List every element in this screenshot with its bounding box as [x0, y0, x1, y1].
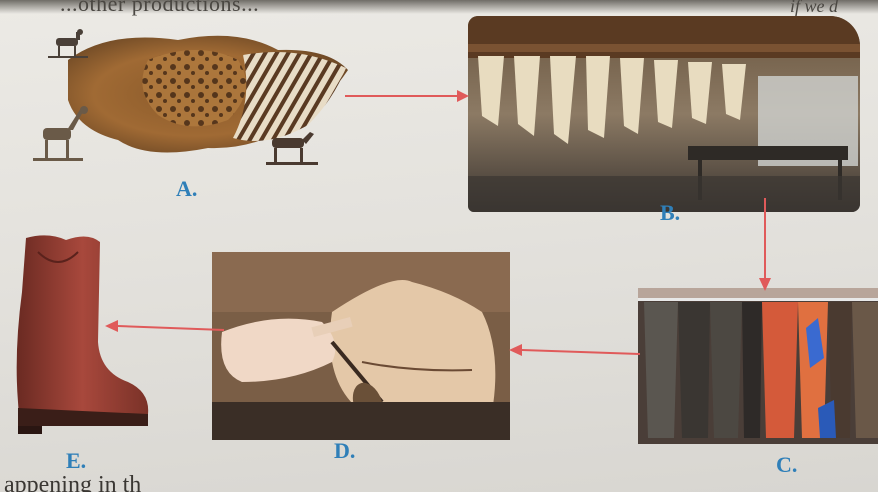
boot-illustration — [8, 232, 152, 438]
label-d: D. — [334, 438, 355, 464]
dyed-leather-illustration — [638, 288, 878, 444]
arrow-c-to-d — [508, 342, 640, 358]
bottom-text-fragment: appening in th — [4, 472, 141, 492]
label-a: A. — [176, 176, 197, 202]
label-c: C. — [776, 452, 797, 478]
image-stitching-boot — [212, 252, 510, 440]
arrow-a-to-b — [345, 88, 470, 104]
arrow-b-to-c — [757, 198, 773, 292]
label-e: E. — [66, 448, 86, 474]
tannery-illustration — [468, 16, 860, 212]
image-dyed-leather — [638, 288, 878, 444]
arrow-d-to-e — [104, 318, 224, 334]
image-tannery — [468, 16, 860, 212]
animal-hides-illustration — [28, 20, 358, 170]
label-b: B. — [660, 200, 680, 226]
image-finished-boot — [8, 232, 152, 438]
stitching-illustration — [212, 252, 510, 440]
top-right-text-fragment: if we d — [790, 0, 838, 17]
top-text-fragment: ...other productions... — [60, 0, 259, 17]
image-animal-hides — [28, 20, 358, 170]
